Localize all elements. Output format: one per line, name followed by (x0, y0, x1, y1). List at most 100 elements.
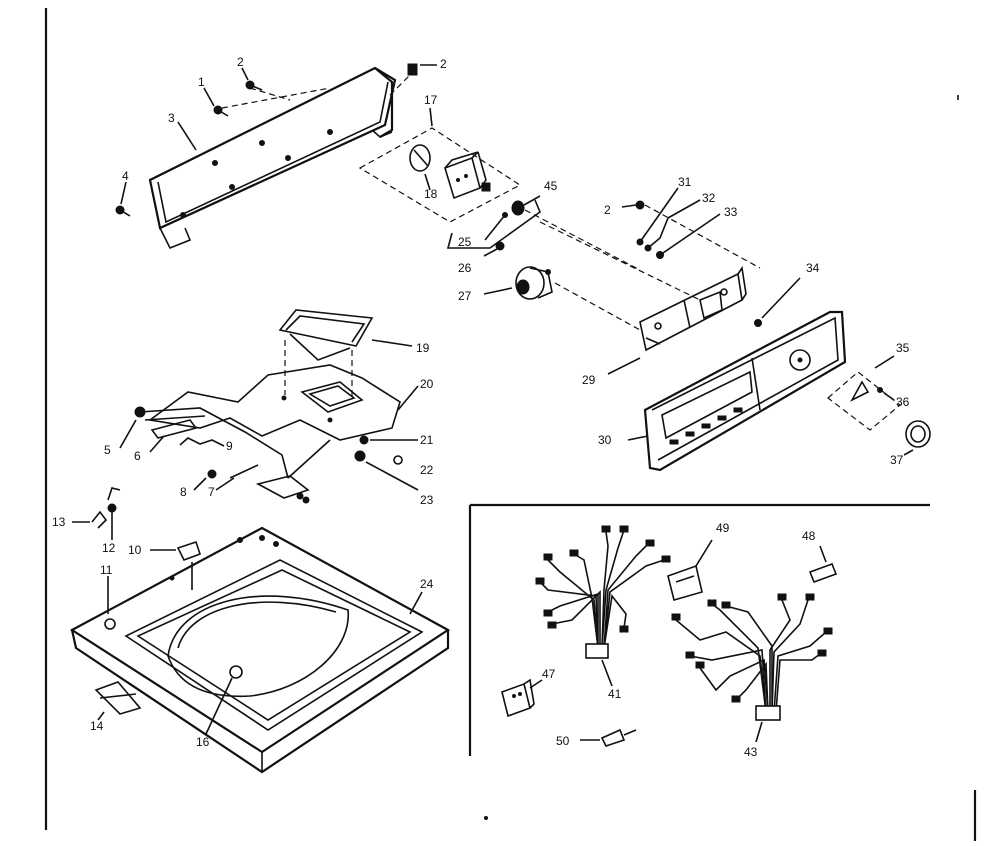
callout-31: 31 (678, 175, 692, 189)
callout-29: 29 (582, 373, 596, 387)
part-25 (484, 212, 508, 241)
leader-line (627, 435, 649, 441)
callout-1: 1 (198, 75, 205, 89)
screw-part-1 (213, 105, 229, 117)
callout-2-right: 2 (604, 203, 611, 217)
leader-dashed (389, 69, 416, 96)
leader-dashed (249, 87, 291, 101)
callout-20: 20 (420, 377, 434, 391)
lid-switch-part-14 (94, 681, 142, 721)
lid-switch-rod-part-5 (134, 406, 289, 479)
leader-dashed (221, 87, 331, 109)
callout-30: 30 (598, 433, 612, 447)
timer-group-outline (358, 127, 522, 223)
callout-6: 6 (134, 449, 141, 463)
timer-knob-part-18 (409, 144, 431, 172)
plug-part-50 (580, 728, 637, 747)
switch-part-45 (511, 195, 541, 216)
console-housing (148, 66, 397, 250)
callout-17: 17 (424, 93, 438, 107)
callout-50: 50 (556, 734, 570, 748)
callout-36: 36 (896, 395, 910, 409)
hinge-part-10 (150, 540, 202, 590)
callout-25: 25 (458, 235, 472, 249)
leader-line (607, 357, 641, 375)
callout-12: 12 (102, 541, 116, 555)
part-36 (877, 387, 895, 401)
harness-inset-box (468, 503, 930, 756)
screw-part-2-right (407, 63, 418, 76)
leader-line (119, 419, 137, 449)
part-13 (72, 510, 108, 529)
callout-16: 16 (196, 735, 210, 749)
leader-line (601, 659, 613, 687)
callout-41: 41 (608, 687, 622, 701)
bracket-part-6 (150, 419, 198, 439)
wire-harness-part-41 (535, 525, 671, 659)
callout-2-top-right: 2 (440, 57, 447, 71)
callout-9: 9 (226, 439, 233, 453)
leader-line (755, 721, 763, 743)
dispenser-part-19 (278, 309, 374, 361)
part-32 (644, 199, 701, 252)
callout-27: 27 (458, 289, 472, 303)
callout-34: 34 (806, 261, 820, 275)
leader-line (903, 449, 914, 456)
callout-32: 32 (702, 191, 716, 205)
leader-line (397, 385, 419, 411)
callout-26: 26 (458, 261, 472, 275)
screw-part-2-upper-right (621, 200, 645, 210)
callout-7: 7 (208, 485, 215, 499)
leader-line (120, 181, 127, 205)
part-35 (850, 355, 895, 402)
part-23 (354, 450, 419, 491)
callout-8: 8 (180, 485, 187, 499)
callout-47: 47 (542, 667, 556, 681)
control-bracket-part-29 (639, 265, 747, 352)
part-21 (359, 435, 418, 445)
callout-45: 45 (544, 179, 558, 193)
callout-10: 10 (128, 543, 142, 557)
connector-part-49 (667, 539, 713, 601)
leader-dashed (644, 204, 761, 269)
knob-group-outline (827, 371, 901, 431)
switch-part-27 (515, 266, 553, 300)
callout-37: 37 (890, 453, 904, 467)
callout-13: 13 (52, 515, 66, 529)
callout-21: 21 (420, 433, 434, 447)
timer-part-17 (444, 151, 491, 200)
nut-part-8 (207, 469, 217, 479)
leader-dashed (524, 209, 641, 271)
callout-23: 23 (420, 493, 434, 507)
leader-line (483, 287, 513, 295)
screw-part-4 (115, 205, 131, 217)
screw-part-34 (754, 277, 801, 327)
callout-35: 35 (896, 341, 910, 355)
callout-5: 5 (104, 443, 111, 457)
leader-line (149, 435, 165, 453)
top-cover-part-24 (69, 526, 451, 774)
callout-49: 49 (716, 521, 730, 535)
callout-4: 4 (122, 169, 129, 183)
leader-line (215, 477, 235, 491)
plug-part-48 (808, 545, 838, 584)
part-31 (636, 187, 679, 246)
screw-part-26 (483, 241, 505, 257)
leader-line (429, 107, 433, 127)
leader-line (193, 477, 207, 491)
leader-dashed (554, 282, 641, 331)
leader-line (371, 339, 413, 347)
control-panel-part-30 (643, 310, 847, 472)
rod-part-7 (229, 439, 331, 504)
wire-harness-part-43 (671, 593, 833, 721)
callout-19: 19 (416, 341, 430, 355)
part-22 (393, 455, 403, 465)
callout-22: 22 (420, 463, 434, 477)
screw-part-2-left (245, 80, 263, 91)
mounting-plate-part-20 (147, 364, 401, 441)
callout-11: 11 (100, 563, 113, 577)
leader-line (177, 121, 197, 151)
connector-part-47 (501, 678, 543, 718)
